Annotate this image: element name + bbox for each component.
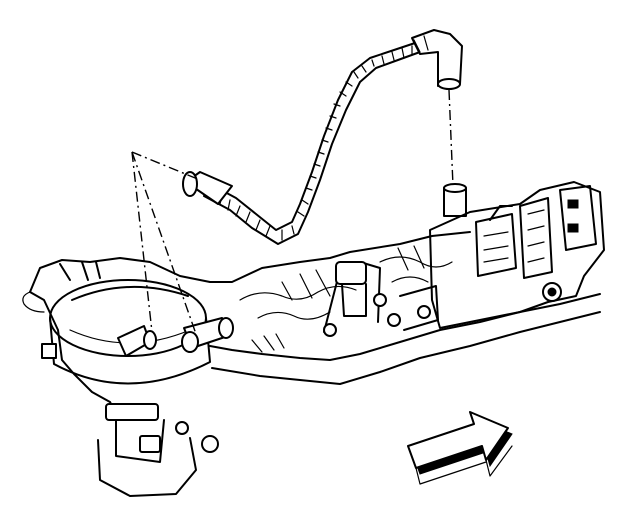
mounting-bracket xyxy=(251,261,439,353)
distributor-boot-left xyxy=(117,325,157,357)
guide-lines xyxy=(131,89,454,335)
distributor xyxy=(22,261,219,497)
ignition-coil-module xyxy=(429,181,605,329)
intake-manifold xyxy=(29,231,601,419)
wire-boot-distributor-end xyxy=(182,171,233,205)
wire-boot-coil-end xyxy=(411,29,463,90)
distributor-boot-right xyxy=(181,317,234,353)
ignition-coil-tower xyxy=(443,183,467,217)
ignition-coil-wire xyxy=(203,41,421,245)
direction-arrow-icon xyxy=(407,411,513,485)
